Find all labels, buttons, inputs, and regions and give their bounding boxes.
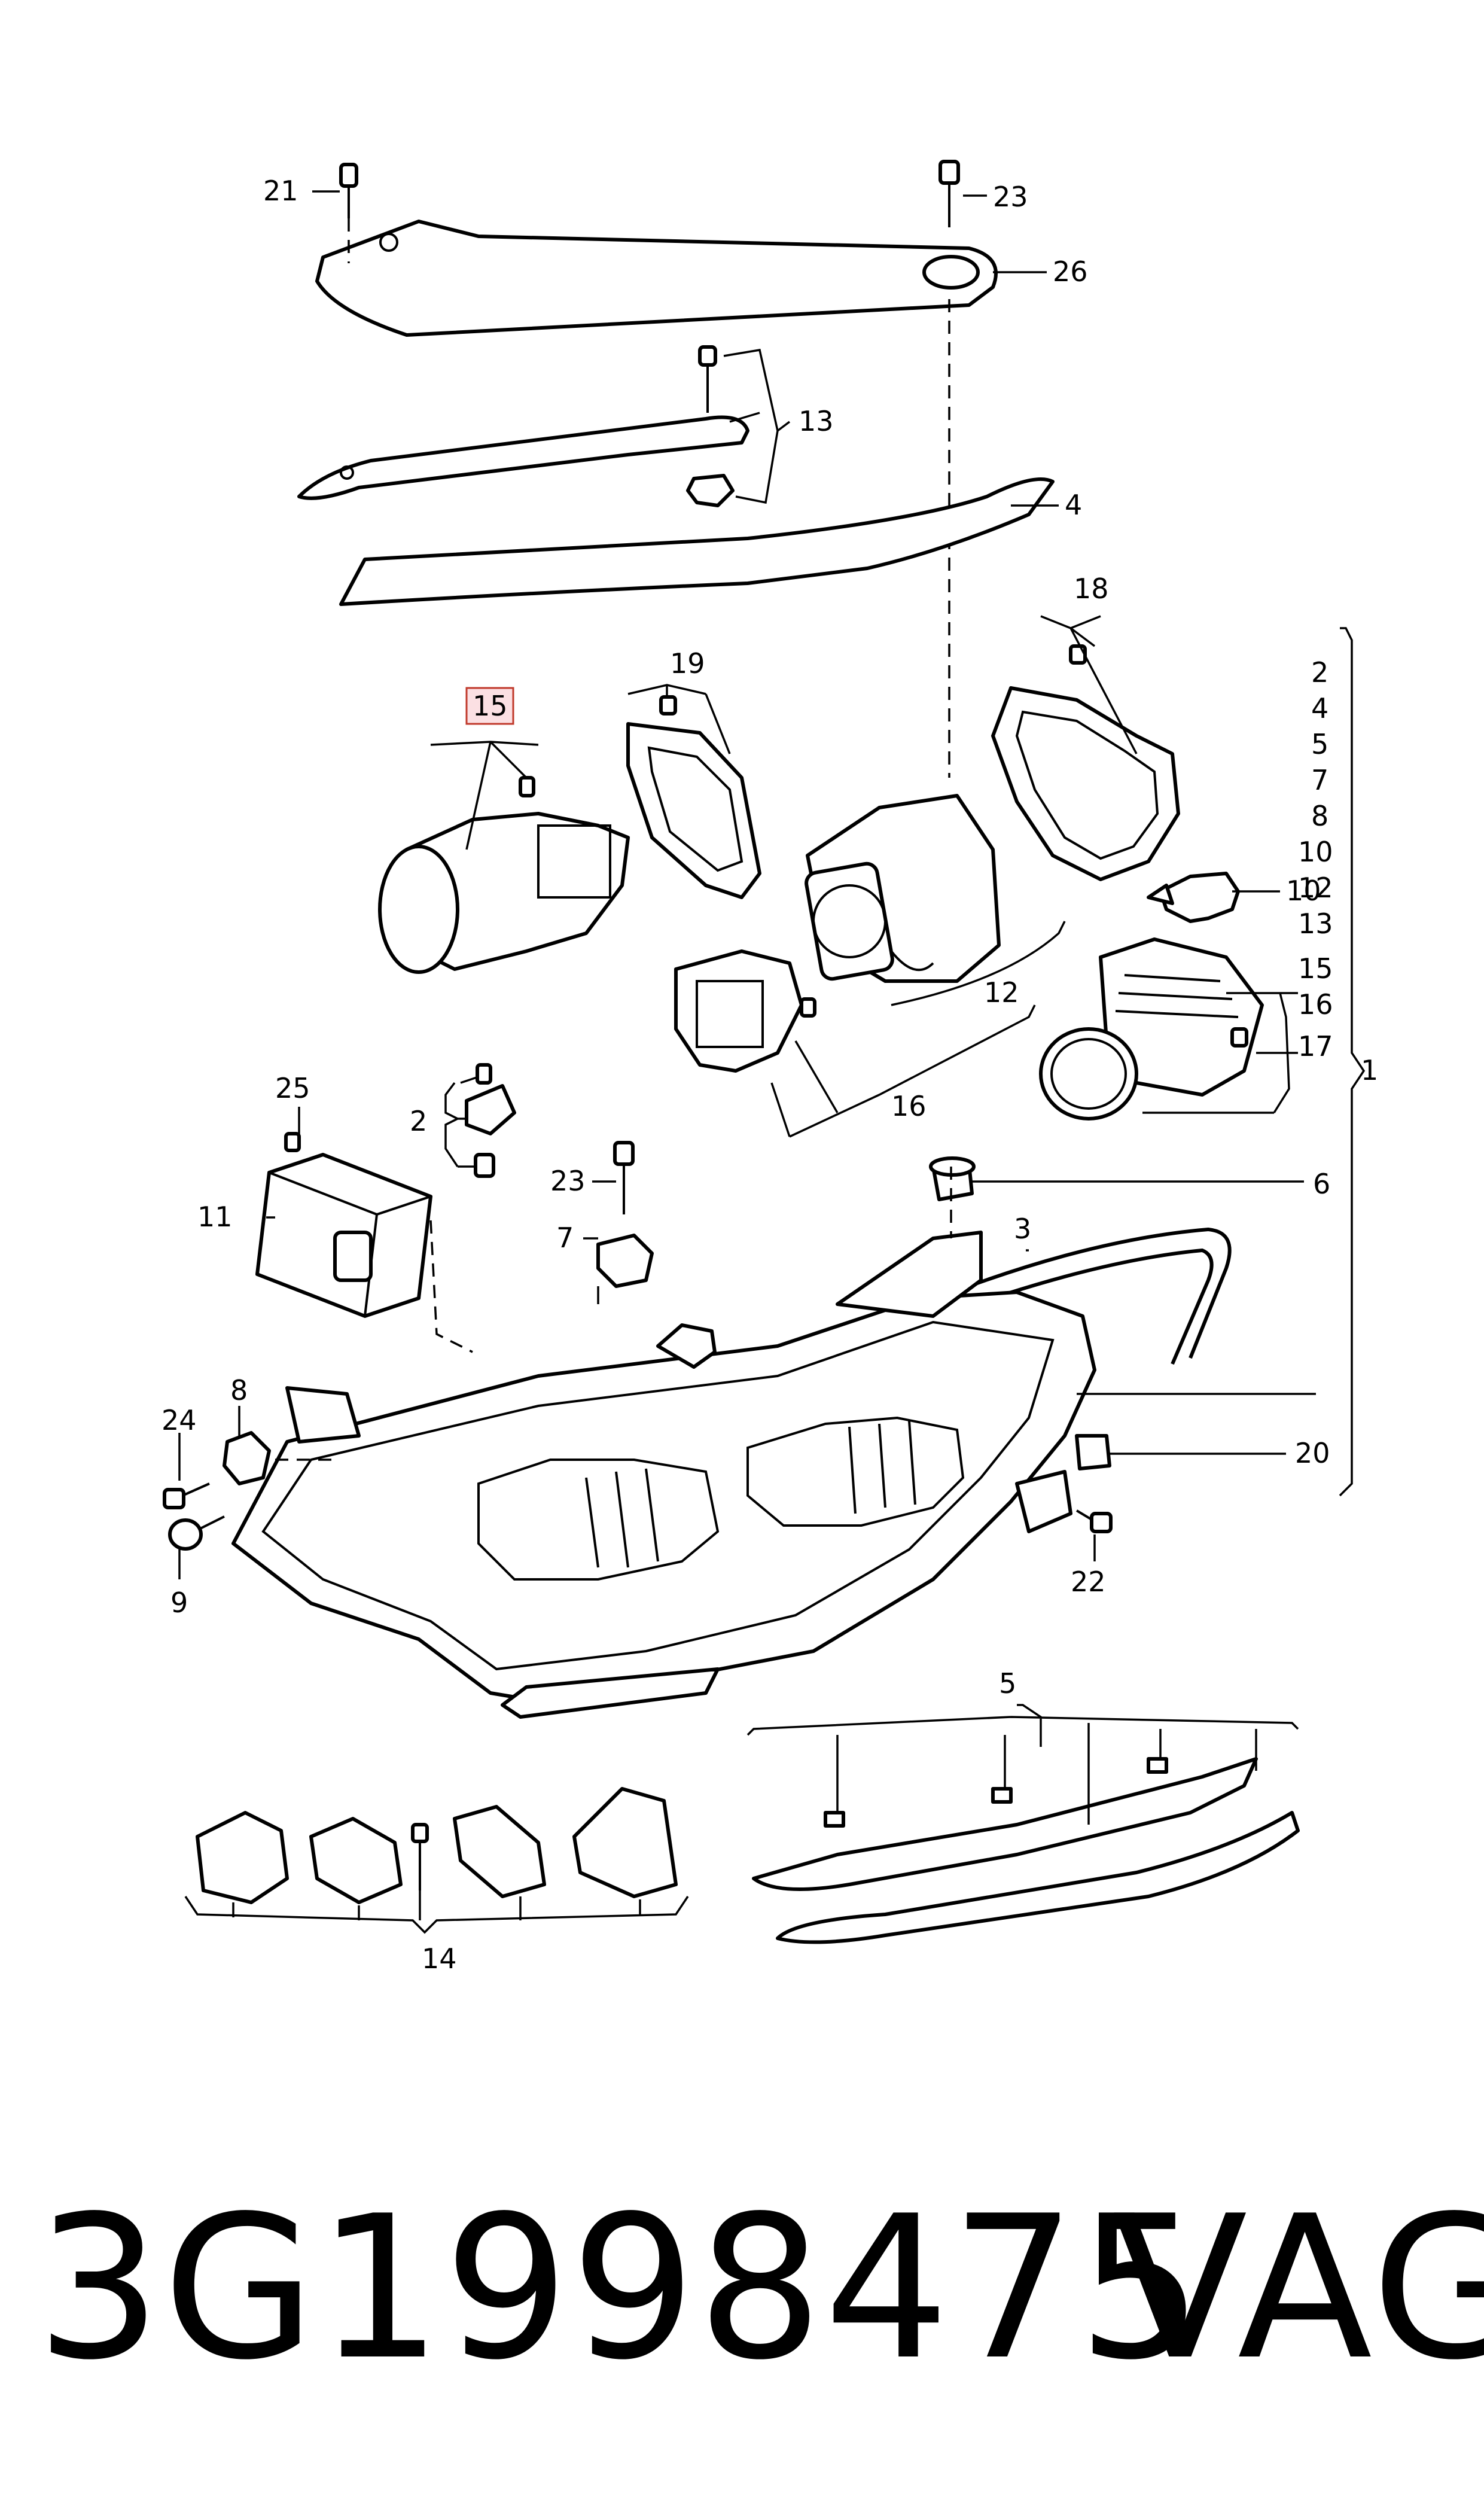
led-heatsink-17 <box>1039 937 1264 1121</box>
right-column-item: 13 <box>1298 908 1333 940</box>
clip-20 <box>1075 1434 1111 1470</box>
callout-7: 7 <box>556 1222 574 1254</box>
callout-16: 16 <box>891 1090 927 1122</box>
bulb-10 <box>1147 872 1240 923</box>
fan-module-12 <box>805 794 1001 983</box>
right-column-item: 5 <box>1311 728 1328 760</box>
callout-22: 22 <box>1071 1566 1106 1598</box>
callout-1: 1 <box>1361 1054 1378 1086</box>
gasket-18 <box>991 644 1180 881</box>
callout-9: 9 <box>170 1587 188 1619</box>
callout-20: 20 <box>1295 1437 1330 1469</box>
headlamp-housing <box>231 1231 1096 1719</box>
right-column-item: 16 <box>1298 988 1333 1021</box>
screw-22 <box>1075 1509 1113 1533</box>
callout-8: 8 <box>230 1374 248 1406</box>
adjuster-6 <box>929 1156 976 1201</box>
bracket-2 <box>465 1063 516 1178</box>
adjuster-9 <box>168 1515 225 1551</box>
right-column-list: 2 4 5 7 8 10 12 13 15 16 17 <box>1298 656 1333 1062</box>
right-column-item: 10 <box>1298 836 1333 868</box>
callout-2: 2 <box>410 1105 427 1137</box>
callout-14: 14 <box>422 1942 457 1975</box>
screw-23-lower <box>613 1141 635 1214</box>
seal-3 <box>968 1227 1232 1365</box>
callout-4: 4 <box>1065 489 1082 521</box>
brand-name: VAG <box>1113 2173 1484 2403</box>
right-column-item: 7 <box>1311 764 1328 796</box>
callout-18: 18 <box>1074 573 1109 605</box>
trim-strip-13 <box>297 345 749 507</box>
trim-strip-4 <box>339 477 1055 606</box>
grommet-8 <box>223 1431 271 1485</box>
callout-19: 19 <box>670 647 705 680</box>
screw-21 <box>339 163 358 263</box>
exploded-parts-diagram: 21 23 26 13 4 18 19 15 10 12 16 17 1 25 … <box>161 160 1378 1975</box>
frame-19 <box>626 695 761 899</box>
callout-15: 15 <box>473 690 508 722</box>
callout-23-lower: 23 <box>550 1165 586 1197</box>
callout-5: 5 <box>999 1667 1016 1700</box>
callout-13: 13 <box>799 405 834 437</box>
callout-23-top: 23 <box>993 181 1028 213</box>
screw-24 <box>163 1482 210 1509</box>
callout-25: 25 <box>275 1072 310 1104</box>
callout-17: 17 <box>1298 1030 1333 1062</box>
callout-26: 26 <box>1053 255 1088 288</box>
callout-3: 3 <box>1014 1213 1031 1245</box>
connector-7 <box>596 1234 654 1288</box>
callout-10: 10 <box>1286 875 1321 907</box>
leader-lines <box>178 190 1366 1934</box>
callout-labels: 21 23 26 13 4 18 19 15 10 12 16 17 1 25 … <box>161 175 1378 1975</box>
moulding-set-5 <box>752 1757 1300 1944</box>
callout-24: 24 <box>161 1404 197 1436</box>
right-column-item: 8 <box>1311 800 1328 832</box>
callout-21: 21 <box>263 175 298 207</box>
right-column-item: 15 <box>1298 952 1333 985</box>
control-unit-11 <box>255 1132 432 1318</box>
mounting-bracket <box>315 220 998 337</box>
right-column-item: 2 <box>1311 656 1328 689</box>
bracket-set-14 <box>196 1787 678 1904</box>
callout-6: 6 <box>1313 1168 1330 1200</box>
callout-12: 12 <box>984 976 1019 1009</box>
led-module-16 <box>674 949 816 1073</box>
right-column-item: 17 <box>1298 1030 1333 1062</box>
callout-15-highlight <box>465 687 514 725</box>
led-module-15 <box>378 776 630 974</box>
part-number: 3G1998475 <box>36 2173 1205 2403</box>
callout-11: 11 <box>197 1201 233 1233</box>
right-column-item: 12 <box>1298 872 1333 904</box>
right-column-item: 4 <box>1311 692 1328 724</box>
